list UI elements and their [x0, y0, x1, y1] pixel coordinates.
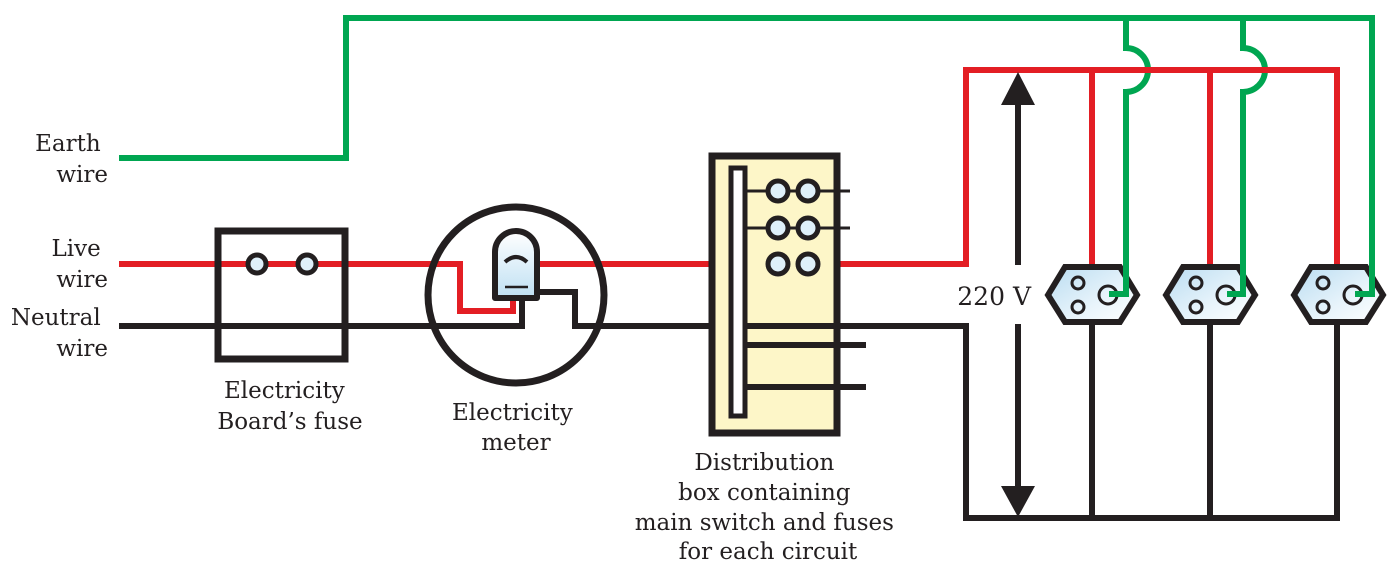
socket-3	[1290, 264, 1387, 325]
neutral-wire-label: Neutral wire	[11, 305, 108, 362]
meter-dial-icon	[492, 228, 540, 301]
earth-wire-label: Earth wire	[35, 131, 108, 188]
socket-2	[1162, 264, 1259, 325]
board-fuse	[214, 227, 349, 363]
fuse-terminal	[295, 252, 319, 276]
neutral-wire	[119, 289, 1340, 521]
main-switch-bar	[728, 165, 748, 419]
fuse-terminal	[245, 252, 269, 276]
live-wire-label: Live wire	[51, 236, 108, 293]
voltage-arrow	[1001, 72, 1035, 517]
electricity-meter	[424, 203, 608, 387]
board-fuse-label: Electricity Board’s fuse	[217, 378, 362, 435]
voltage-label: 220 V	[957, 282, 1032, 311]
fuse-pairs	[765, 178, 821, 277]
distribution-box-label: Distribution box containing main switch …	[635, 450, 902, 564]
distribution-box	[708, 152, 866, 437]
meter-label: Electricity meter	[452, 400, 580, 456]
